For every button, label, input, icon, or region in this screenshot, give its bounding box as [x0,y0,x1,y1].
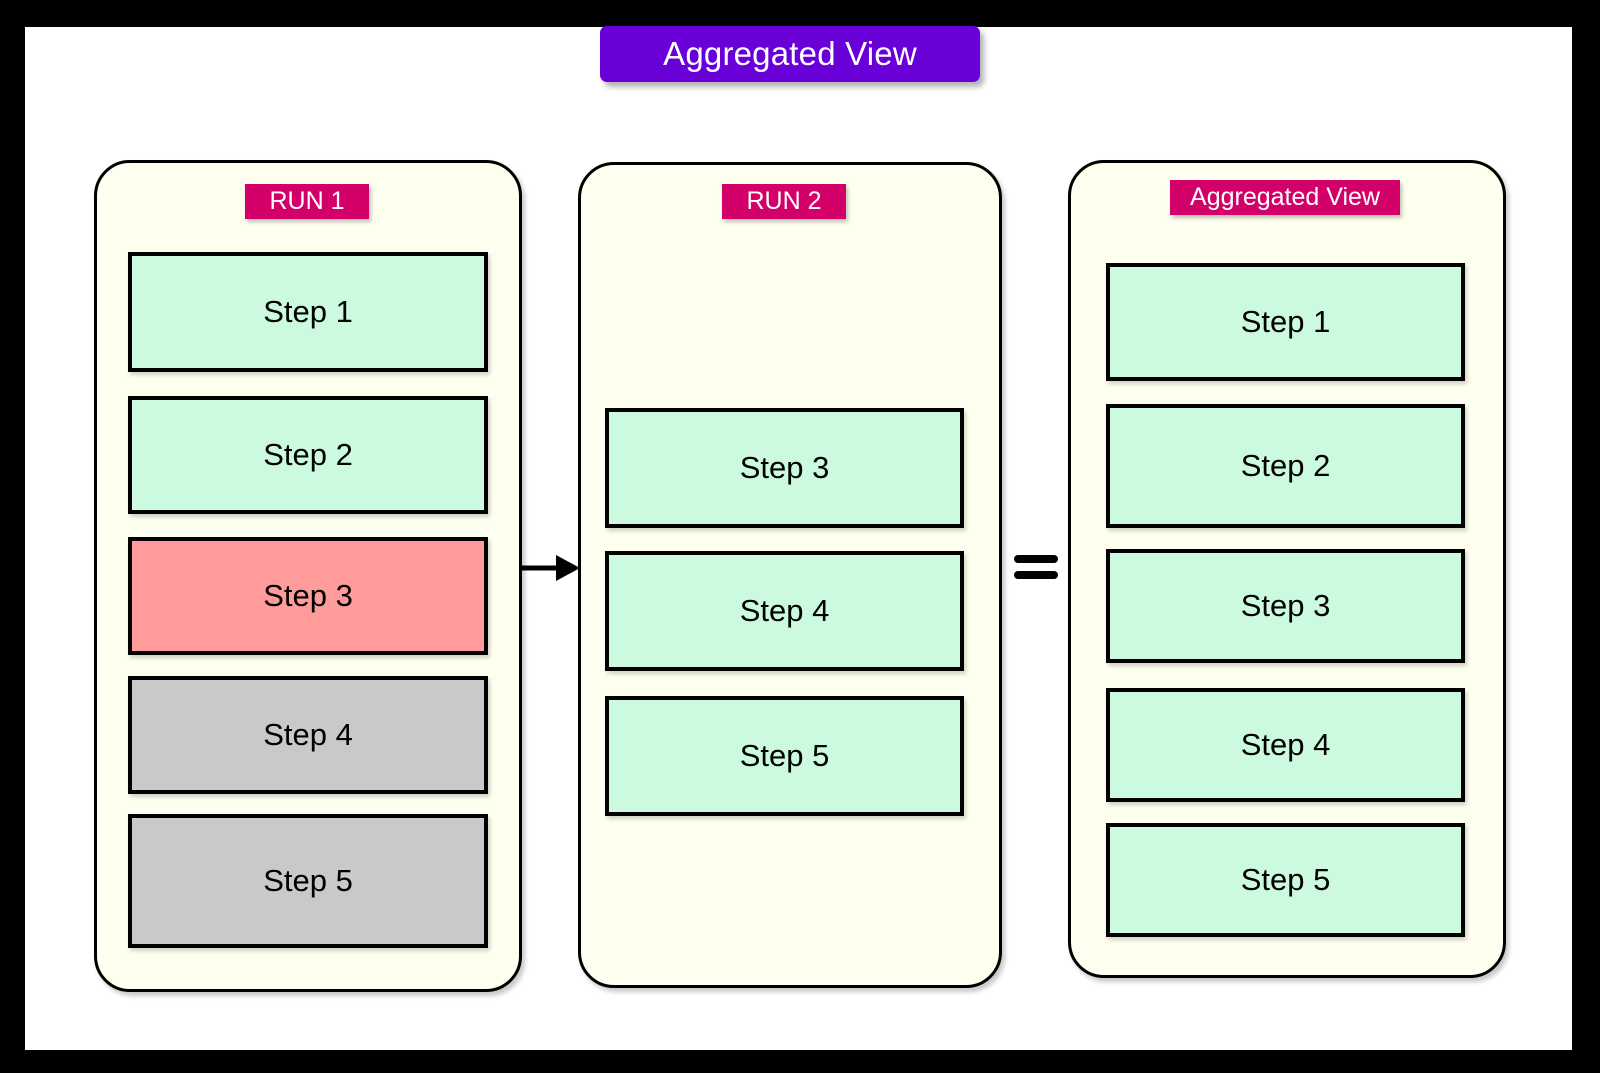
step-box-run1-step4-skipped[interactable]: Step 4 [128,676,488,794]
step-box-run1-step1[interactable]: Step 1 [128,252,488,372]
step-box-aggregated-step5[interactable]: Step 5 [1106,823,1465,937]
step-box-run1-step2[interactable]: Step 2 [128,396,488,514]
equals-sign-icon [1014,555,1058,585]
equals-bar-top [1014,555,1058,563]
step-box-run1-step5-skipped[interactable]: Step 5 [128,814,488,948]
step-box-run2-step3[interactable]: Step 3 [605,408,964,528]
step-box-aggregated-step3[interactable]: Step 3 [1106,549,1465,663]
panel-label-run-2: RUN 2 [722,184,846,219]
step-box-run1-step3-failed[interactable]: Step 3 [128,537,488,655]
page-title-banner: Aggregated View [600,26,980,82]
panel-label-aggregated-view: Aggregated View [1170,180,1400,215]
step-box-aggregated-step1[interactable]: Step 1 [1106,263,1465,381]
equals-bar-bottom [1014,571,1058,579]
arrow-right-icon [522,548,582,588]
step-box-run2-step5[interactable]: Step 5 [605,696,964,816]
step-box-run2-step4[interactable]: Step 4 [605,551,964,671]
panel-label-run-1: RUN 1 [245,184,369,219]
step-box-aggregated-step2[interactable]: Step 2 [1106,404,1465,528]
step-box-aggregated-step4[interactable]: Step 4 [1106,688,1465,802]
